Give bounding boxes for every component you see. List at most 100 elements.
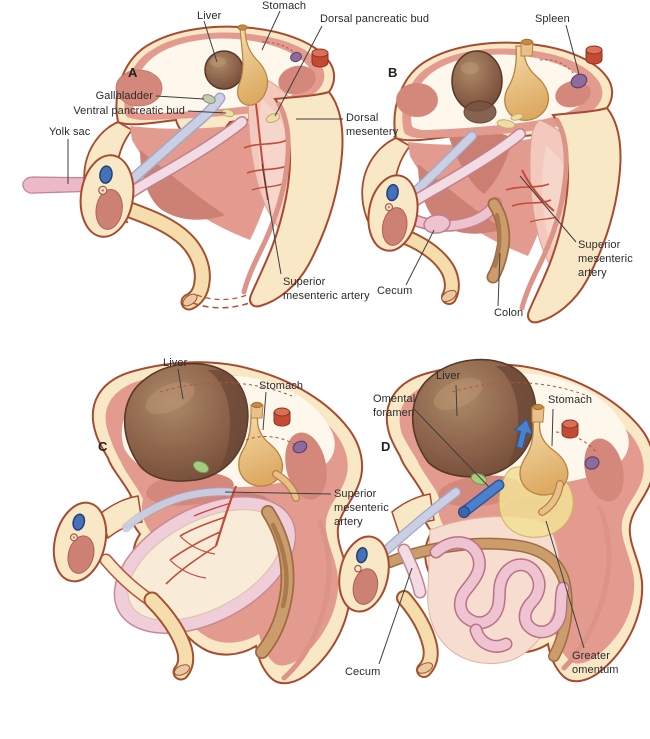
a-gallbladder-shape: [202, 94, 216, 104]
label-b-cecum: Cecum: [377, 285, 413, 297]
label-d-greater-omentum: Greater omentum: [572, 650, 619, 676]
c-sac-lavender-sheath-fill: [122, 488, 234, 532]
d-dark-mass-right: [584, 438, 624, 502]
leader-c-liver: [177, 368, 184, 400]
d-rotation-arrow: [514, 418, 533, 449]
c-dome-dotted-2: [245, 436, 295, 445]
panel-c-art: [52, 361, 364, 685]
b-umbilical-vein-cut: [386, 183, 399, 202]
a-dome-dark-mass-left: [115, 69, 163, 107]
a-ventral-pancreatic-bud-shape: [221, 108, 235, 118]
c-umbilical-vein-cut: [72, 513, 86, 531]
d-small-intestine-coils: [429, 536, 570, 653]
label-a-liver: Liver: [197, 10, 222, 22]
a-dome-dark-mass-right: [278, 65, 316, 95]
c-liver-dark-edge: [208, 370, 248, 472]
label-a-yolk-sac: Yolk sac: [49, 126, 91, 138]
b-colon-shape: [488, 199, 509, 282]
d-cecum-tube: [399, 545, 425, 597]
panel-letter-b: B: [388, 65, 398, 80]
a-stomach-spleen-dotted: [261, 41, 297, 55]
b-stomach-shape: [504, 45, 550, 121]
label-d-stomach: Stomach: [548, 394, 593, 406]
label-c-superior-mesenteric-artery: Superior mesenteric artery: [334, 488, 389, 528]
label-a-gallbladder: Gallbladder: [95, 90, 153, 102]
label-b-dorsal-mesentery: Dorsal mesentery: [346, 112, 399, 138]
leader-a-liver: [203, 20, 218, 63]
leader-d-greater-omentum: [545, 520, 585, 649]
leader-d-omental-foramen: [413, 408, 490, 488]
b-flank-inner-stripe: [519, 117, 569, 311]
b-cord-lumen: [381, 207, 408, 246]
b-stomach-spleen-dotted: [539, 59, 575, 75]
d-liver-highlight: [433, 378, 483, 410]
a-flank-inner-stripe: [241, 101, 291, 295]
d-gallbladder-shape: [470, 473, 488, 485]
d-aorta-stub: [561, 419, 579, 439]
d-umbilical-cord-ring: [338, 535, 390, 613]
d-flap-cut-end: [417, 662, 433, 674]
d-spleen-shape: [584, 456, 600, 470]
leader-d-liver: [455, 384, 458, 417]
label-b-superior-mesenteric-artery: Superior mesenteric artery: [578, 239, 633, 279]
b-pancreas-shape: [496, 119, 516, 129]
label-a-stomach: Stomach: [262, 0, 307, 12]
panel-b-art: [361, 38, 622, 324]
a-midgut-tube: [121, 117, 247, 201]
panel-a-art: [22, 24, 344, 311]
c-cord-lumen: [67, 535, 95, 574]
leader-a-stomach: [261, 10, 281, 51]
c-stomach-shape: [238, 413, 284, 487]
c-gallbladder-shape: [192, 460, 210, 474]
c-sma-fan: [165, 485, 238, 585]
a-stomach-shape: [237, 27, 269, 106]
a-hernia-dashed-line-1: [192, 301, 253, 309]
label-a-dorsal-pancreatic-bud: Dorsal pancreatic bud: [320, 13, 430, 25]
b-esophagus-cut: [521, 38, 533, 46]
leader-d-cecum: [378, 567, 413, 665]
leader-a-ventral-pancreatic-bud: [187, 110, 227, 114]
leader-c-sma: [224, 491, 332, 495]
a-hernia-dashed-line-2: [196, 294, 248, 301]
panel-letter-c: C: [98, 439, 108, 454]
a-spleen-primordium: [290, 51, 302, 63]
b-pancreas-shape-2: [510, 113, 524, 121]
c-liver-highlight: [145, 382, 195, 414]
d-dome-dotted-2: [555, 431, 597, 453]
a-interior-dark-mass: [140, 150, 225, 220]
a-esophagus-cut: [237, 24, 248, 31]
c-umbilical-cord-ring: [52, 501, 108, 583]
leader-a-dorsal-pancreatic-bud: [274, 25, 323, 117]
d-flap-shape: [398, 592, 437, 676]
label-d-cecum: Cecum: [345, 666, 381, 678]
c-dome-dotted-1: [159, 382, 293, 397]
a-yolk-sac-stalk: [22, 176, 101, 194]
b-spleen-shape: [570, 73, 588, 89]
c-aorta-stub: [273, 407, 291, 427]
d-omental-foramen-rod: [458, 479, 505, 518]
leader-b-cecum: [405, 229, 435, 286]
b-flap-cut-end: [441, 289, 457, 303]
a-sma-branch-1: [243, 139, 288, 149]
d-flank-inner-stripe: [561, 505, 612, 671]
d-stomach-shape: [519, 419, 569, 496]
a-umbilical-cord-ring: [79, 154, 135, 238]
c-cord-connector: [99, 495, 143, 540]
d-vitelline-duct-cut: [354, 564, 362, 573]
panel-d-art: [338, 358, 650, 683]
a-distal-gut-flap: [123, 203, 209, 309]
label-d-liver: Liver: [436, 370, 461, 382]
b-liver-highlight: [461, 62, 479, 74]
d-cord-lumen: [352, 568, 379, 605]
a-liver-shape: [204, 50, 244, 90]
b-colon-inner-stripe: [493, 213, 502, 268]
b-sma-trunk: [521, 169, 555, 212]
a-sma-branch-3: [251, 183, 283, 191]
d-umbilical-vein-duct-fill: [376, 488, 460, 560]
c-spleen-shape: [292, 440, 308, 454]
c-pylorus-tube-fill: [273, 471, 299, 501]
a-aorta-stub: [311, 48, 329, 68]
label-a-superior-mesenteric-artery: Superior mesenteric artery: [283, 276, 370, 302]
